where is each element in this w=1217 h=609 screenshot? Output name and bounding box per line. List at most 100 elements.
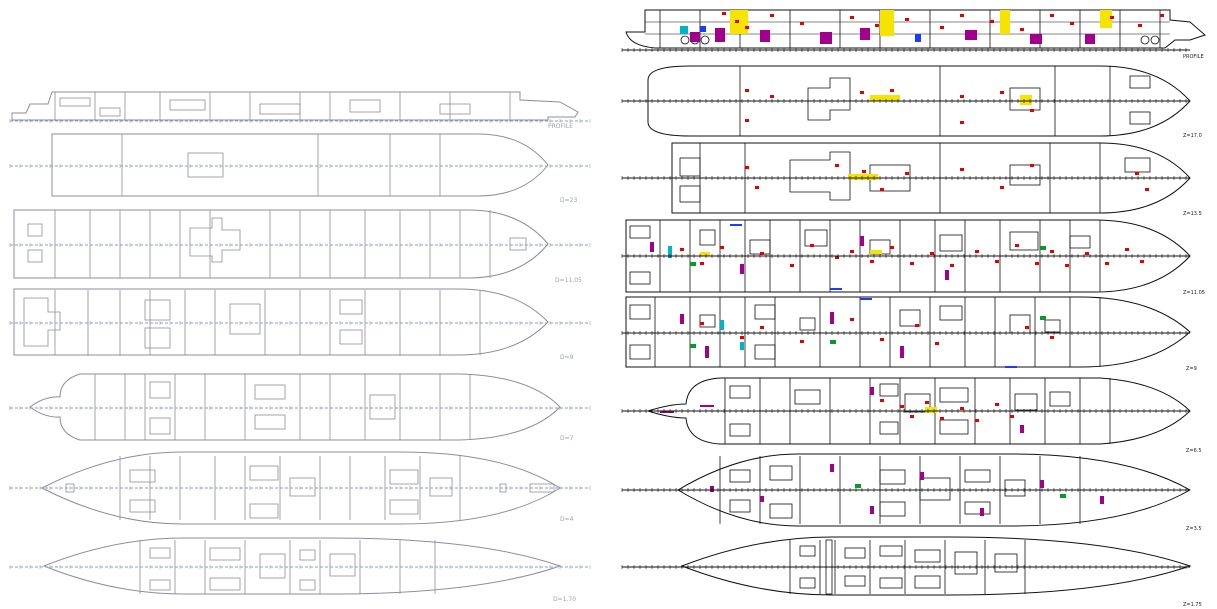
room-outline: [149, 381, 171, 399]
room-outline: [919, 477, 951, 501]
z1105-mark-magenta: [945, 270, 949, 280]
room-outline: [1004, 479, 1026, 497]
room-outline: [994, 553, 1018, 573]
z1105-mark-red: [790, 264, 794, 267]
z1105-mark-red: [930, 252, 934, 255]
z35-mark-magenta: [980, 508, 984, 516]
z1105-mark-blue: [730, 224, 742, 226]
deck-1-70-outline: [42, 537, 562, 595]
z17-mark-red: [770, 95, 774, 98]
z1105-mark-yellow: [870, 250, 882, 254]
room-outline: [629, 304, 651, 320]
room-outline: [289, 477, 316, 497]
profile-mark-red: [1160, 14, 1164, 17]
z9-mark-red: [880, 338, 884, 341]
profile-mark-red: [1050, 14, 1054, 17]
profile-mark-red: [875, 24, 879, 27]
room-outline: [149, 579, 171, 591]
profile-mark-magenta: [690, 32, 700, 42]
z9-mark-cyan: [740, 342, 744, 350]
deck-23-outline: [51, 133, 549, 197]
deck-11-outline: [13, 209, 549, 279]
z17-mark-yellow: [1020, 95, 1032, 105]
profile-mark-red: [745, 26, 749, 29]
profile-mark-red: [1070, 22, 1074, 25]
room-outline: [629, 271, 651, 285]
left-label-deck-9: D=9: [560, 354, 574, 361]
room-outline: [439, 103, 471, 115]
left-label-deck-1-70: D=1.70: [553, 596, 576, 603]
z135-mark-red: [755, 186, 759, 189]
left-label-deck-4: D=4: [560, 516, 574, 523]
room-outline: [879, 469, 906, 485]
room-outline: [339, 299, 363, 315]
profile-mark-red: [1020, 28, 1024, 31]
profile-mark-yellow: [1000, 10, 1010, 34]
room-outline: [879, 383, 899, 397]
room-outline: [149, 547, 171, 559]
z1105-mark-green: [690, 262, 696, 266]
z1105-mark-red: [850, 250, 854, 253]
room-outline: [509, 237, 527, 251]
profile-mark-yellow: [880, 10, 894, 36]
room-outline: [844, 575, 866, 587]
room-outline: [389, 499, 419, 515]
profile-mark-red: [800, 22, 804, 25]
z35-mark-magenta: [1100, 496, 1104, 504]
z17-mark-red: [745, 119, 749, 122]
z17-mark-red: [1000, 91, 1004, 94]
room-outline: [769, 503, 793, 519]
room-outline: [1129, 75, 1151, 89]
room-outline: [249, 503, 279, 519]
z135-mark-red: [1030, 164, 1034, 167]
z1105-mark-magenta: [650, 242, 654, 252]
room-outline: [799, 317, 816, 331]
profile-mark-cyan: [680, 26, 688, 34]
deck-z175-outline: [680, 536, 1192, 596]
z135-mark-red: [1145, 188, 1149, 191]
profile-mark-red: [990, 20, 994, 23]
room-outline: [187, 152, 224, 178]
profile-mark-red: [770, 14, 774, 17]
room-outline: [1014, 393, 1038, 411]
z9-mark-blue: [860, 298, 872, 300]
room-outline: [729, 385, 751, 399]
room-outline: [254, 384, 286, 400]
z65-mark-red: [1010, 415, 1014, 418]
z65-mark-red: [940, 417, 944, 420]
z1105-mark-red: [700, 262, 704, 265]
profile-mark-red: [905, 18, 909, 21]
room-outline: [1129, 111, 1151, 125]
z135-mark-red: [835, 164, 839, 167]
room-outline: [99, 107, 121, 117]
z9-mark-green: [1040, 316, 1046, 320]
z135-mark-yellow: [848, 174, 878, 180]
room-outline: [729, 469, 751, 483]
z9-mark-magenta: [830, 312, 834, 324]
room-outline: [629, 344, 651, 360]
z17-mark-yellow: [870, 95, 900, 101]
room-outline: [149, 417, 171, 435]
z17-mark-red: [745, 89, 749, 92]
profile-mark-red: [1138, 24, 1142, 27]
right-label-profile: PROFILE: [1183, 54, 1204, 60]
right-label-z-1-75: Z=1.75: [1183, 602, 1202, 608]
z1105-mark-red: [975, 250, 979, 253]
room-outline: [1069, 235, 1091, 249]
z1105-mark-magenta: [740, 264, 744, 274]
right-deck-plan-panel: [621, 9, 1206, 596]
z135-mark-red: [880, 188, 884, 191]
z135-mark-red: [1135, 172, 1139, 175]
right-label-z-9: Z=9: [1186, 366, 1197, 372]
z9-mark-red: [740, 336, 744, 339]
z1105-mark-red: [1125, 248, 1129, 251]
z9-mark-red: [800, 340, 804, 343]
room-outline: [939, 305, 963, 321]
z1105-mark-red: [890, 246, 894, 249]
room-outline: [209, 547, 241, 561]
room-outline: [229, 303, 261, 335]
left-label-deck-23: D=23: [560, 197, 577, 204]
room-outline: [259, 553, 286, 579]
z9-mark-red: [935, 342, 939, 345]
